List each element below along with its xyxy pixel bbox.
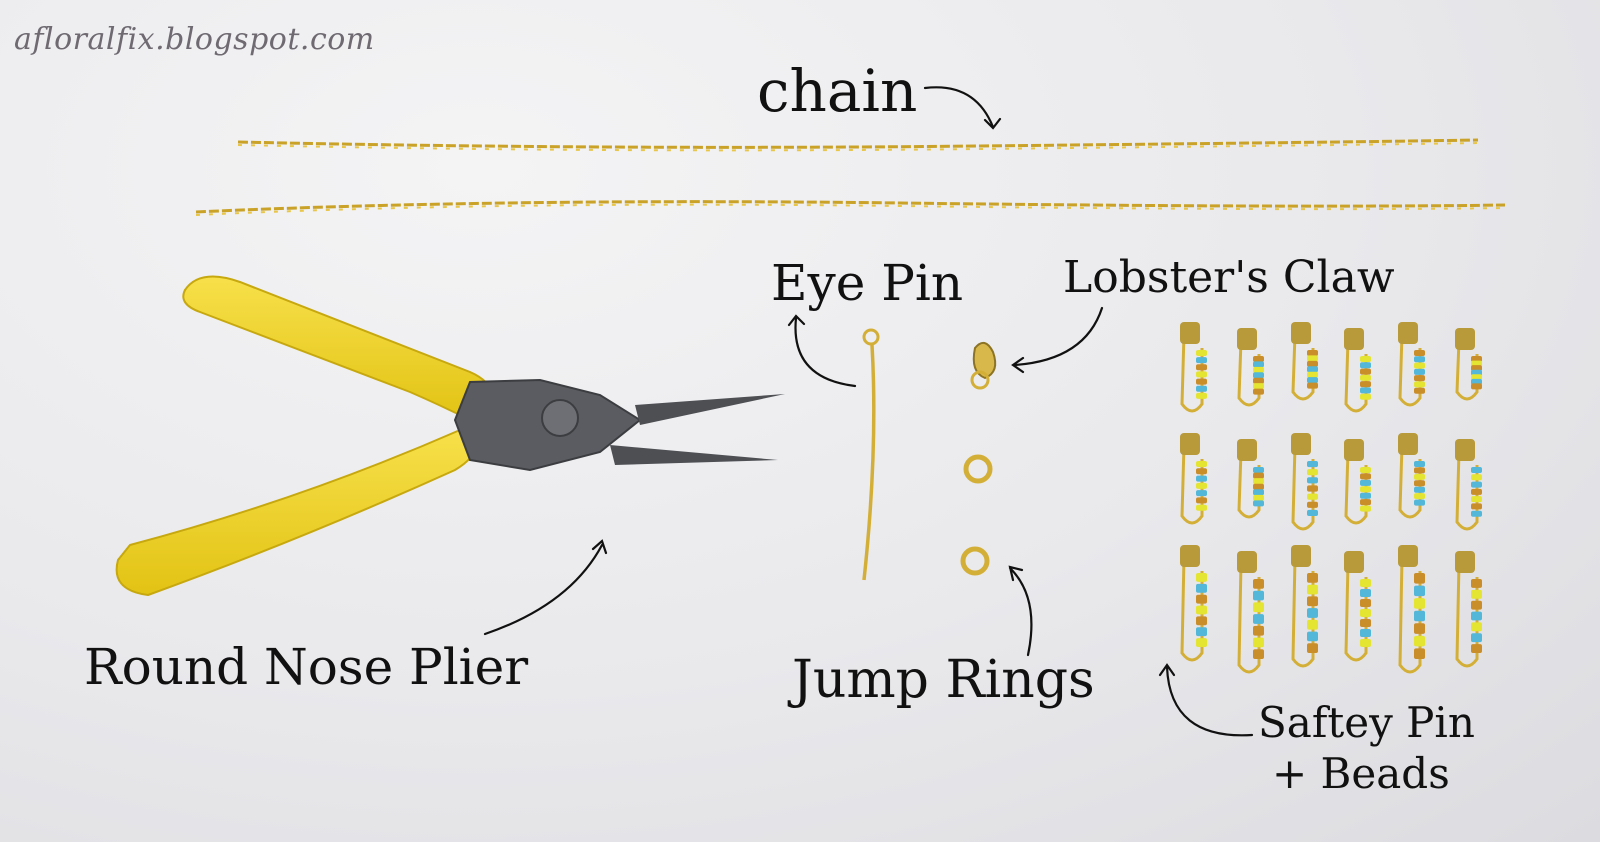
label-plier: Round Nose Plier	[84, 638, 529, 696]
safety-pin	[1180, 322, 1207, 413]
safety-pin	[1455, 439, 1482, 531]
lobster-claw-arrow	[1011, 306, 1104, 374]
safety-pin	[1180, 545, 1207, 662]
label-lobster-claw: Lobster's Claw	[1063, 252, 1395, 303]
eye-pin-image	[862, 328, 880, 581]
chain-top	[237, 138, 1479, 152]
safety-pin	[1291, 433, 1318, 531]
chain-bottom	[195, 200, 1506, 216]
safety-pin	[1344, 551, 1371, 662]
lobster-claw-image	[970, 341, 997, 390]
safety-pin	[1237, 551, 1264, 674]
safety-pin	[1291, 545, 1318, 668]
safety-pin	[1180, 433, 1207, 525]
safety-pin	[1455, 551, 1482, 668]
chain-arrow	[923, 86, 1002, 130]
jump-ring-2	[960, 546, 990, 576]
label-jump-rings: Jump Rings	[792, 650, 1095, 710]
label-safety-pin-line2: + Beads	[1272, 749, 1450, 798]
label-eye-pin: Eye Pin	[771, 254, 964, 312]
jump-ring-1	[963, 454, 993, 484]
jump-rings-arrow	[1008, 565, 1033, 657]
safety-pin	[1237, 439, 1264, 519]
eye-pin-arrow	[787, 314, 857, 388]
safety-pin	[1344, 328, 1371, 413]
plier-arrow	[483, 539, 608, 636]
safety-pin	[1237, 328, 1264, 407]
safety-pin-arrow	[1158, 663, 1254, 737]
safety-pin	[1344, 439, 1371, 525]
safety-pin	[1398, 322, 1425, 407]
safety-pin	[1398, 433, 1425, 519]
watermark: afloralfix.blogspot.com	[14, 22, 375, 57]
plier-image	[115, 275, 785, 597]
safety-pin	[1291, 322, 1318, 401]
label-safety-pin-line1: Saftey Pin	[1258, 698, 1475, 747]
safety-pins-grid	[1180, 322, 1482, 674]
label-chain: chain	[757, 57, 918, 125]
safety-pin	[1455, 328, 1482, 401]
safety-pin	[1398, 545, 1425, 674]
